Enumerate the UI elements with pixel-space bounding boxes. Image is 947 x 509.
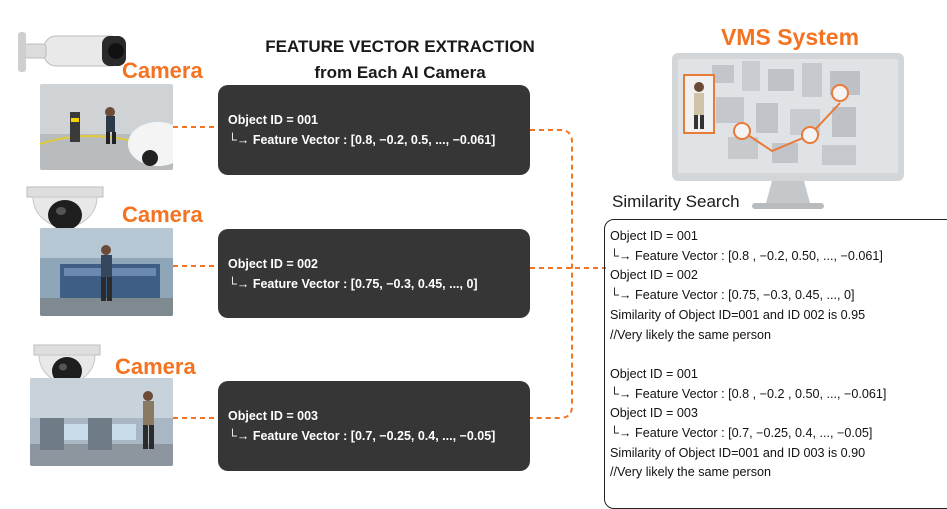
result-line: └→ Feature Vector : [0.8 , −0.2, 0.50, .… — [610, 248, 883, 263]
feature-box-1: Object ID = 001 └→ Feature Vector : [0.8… — [218, 85, 530, 175]
connector-bracket — [530, 129, 573, 419]
similarity-results-panel: Object ID = 001 └→ Feature Vector : [0.8… — [604, 219, 947, 509]
result-line: └→ Feature Vector : [0.75, −0.3, 0.45, .… — [610, 288, 855, 303]
bullet-camera-icon — [18, 32, 126, 72]
camera-label-1: Camera — [122, 58, 203, 83]
feature-vector-label: └→ Feature Vector : [0.75, −0.3, 0.45, .… — [228, 276, 478, 291]
factory-scene — [40, 228, 173, 316]
similarity-search-title: Similarity Search — [612, 192, 740, 211]
result-line: └→ Feature Vector : [0.7, −0.25, 0.4, ..… — [610, 426, 873, 441]
diagram-title-line2: from Each AI Camera — [314, 63, 486, 82]
monitor-icon — [672, 53, 904, 209]
camera-label-3: Camera — [115, 354, 196, 379]
result-line: └→ Feature Vector : [0.8 , −0.2 , 0.50, … — [610, 386, 887, 401]
diagram-title-line1: FEATURE VECTOR EXTRACTION — [265, 37, 535, 56]
gate-scene — [30, 378, 173, 466]
feature-box-2: Object ID = 002 └→ Feature Vector : [0.7… — [218, 229, 530, 318]
dome-camera-icon — [33, 344, 101, 385]
result-line: Object ID = 001 — [610, 229, 698, 243]
result-line: Similarity of Object ID=001 and ID 003 i… — [610, 445, 866, 460]
result-gap — [610, 345, 947, 365]
city-map-scene — [712, 61, 860, 165]
camera-label-2: Camera — [122, 202, 203, 227]
object-id-label: Object ID = 002 — [228, 256, 318, 271]
result-line: Similarity of Object ID=001 and ID 002 i… — [610, 307, 866, 322]
feature-vector-label: └→ Feature Vector : [0.8, −0.2, 0.5, ...… — [228, 133, 496, 147]
result-line: //Very likely the same person — [610, 465, 771, 480]
object-id-label: Object ID = 001 — [228, 113, 318, 127]
result-line: Object ID = 003 — [610, 406, 698, 421]
feature-box-3: Object ID = 003 └→ Feature Vector : [0.7… — [218, 381, 530, 471]
result-line: Object ID = 001 — [610, 366, 698, 381]
object-id-label: Object ID = 003 — [228, 409, 318, 423]
ev-charging-scene — [40, 84, 173, 170]
result-line: //Very likely the same person — [610, 327, 771, 342]
feature-vector-label: └→ Feature Vector : [0.7, −0.25, 0.4, ..… — [228, 429, 496, 443]
result-line: Object ID = 002 — [610, 268, 698, 283]
vms-title: VMS System — [720, 24, 860, 50]
dome-camera-icon — [26, 186, 104, 230]
